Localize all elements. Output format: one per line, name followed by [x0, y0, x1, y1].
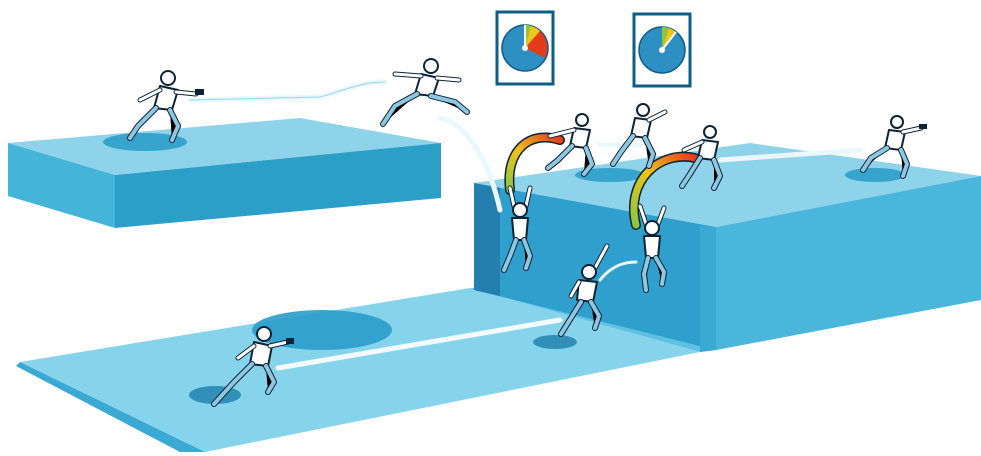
runner-leaping: [383, 59, 467, 124]
runner-block-1: [548, 114, 592, 174]
left-gauge: [497, 12, 553, 84]
right-gauge: [634, 14, 690, 86]
left-platform: [8, 118, 441, 228]
